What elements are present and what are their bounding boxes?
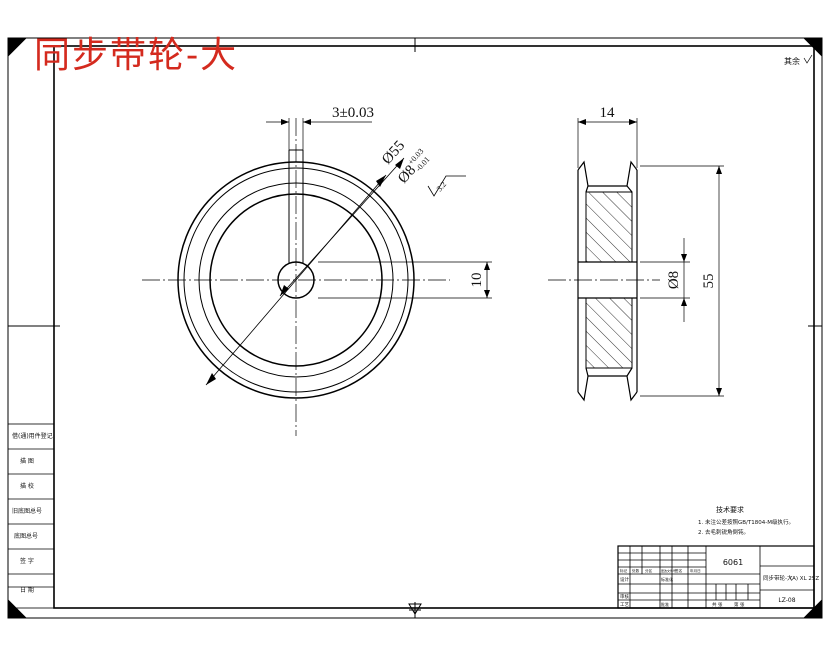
tech-requirements-heading: 技术要求: [716, 505, 744, 514]
header-cell: 分区: [645, 568, 653, 573]
side-view: [548, 118, 724, 402]
tech-requirement-line: 2. 去毛刺锐角倒钝。: [698, 528, 749, 536]
material-value: 6061: [723, 558, 743, 567]
front-view: [142, 118, 492, 436]
key-width-dimension: 3±0.03: [332, 105, 374, 121]
header-cell: 处数: [632, 568, 640, 573]
role-row: 工艺: [620, 602, 629, 608]
sheet-label: 共 张: [712, 601, 723, 608]
side-panel: [7, 423, 55, 609]
part-name: 同步带轮-大: [763, 574, 793, 582]
sheet-label: 第 张: [734, 601, 745, 608]
part-spec: (A) XL 25Z: [790, 576, 819, 582]
orientation-triangles: [7, 37, 823, 619]
side-panel-row: 描 图: [20, 457, 34, 465]
title-block: [617, 545, 815, 609]
tech-requirements: 技术要求 1. 未注公差按照GB/T1804-M级执行。 2. 去毛刺锐角倒钝。: [698, 505, 794, 536]
side-view-arrows: [578, 119, 722, 396]
side-panel-row: 日 期: [20, 586, 34, 594]
side-panel-row: 描 校: [20, 482, 34, 490]
role-row: 审核: [620, 593, 629, 600]
side-bore-dimension: Ø8: [666, 271, 682, 289]
header-cell: 更改文件号: [661, 568, 676, 573]
corner-roughness-icon: [803, 54, 813, 64]
side-panel-row: 签 字: [20, 557, 34, 565]
side-panel-row: 底图总号: [14, 532, 38, 540]
drawing-number: LZ-08: [778, 597, 795, 604]
front-view-arrows: [206, 119, 490, 385]
drawing-title: 同步带轮-大: [34, 35, 239, 76]
tech-requirement-line: 1. 未注公差按照GB/T1804-M级执行。: [698, 518, 794, 526]
header-cell: 年月日: [690, 568, 701, 573]
side-panel-labels: 借(通)用件登记 描 图 描 校 旧底图总号 底图总号 签 字 日 期: [12, 432, 53, 594]
approve-label: 批准: [661, 601, 669, 607]
header-cell: 标记: [620, 568, 628, 573]
title-block-texts: 6061 同步带轮-大 (A) XL 25Z LZ-08 标记 处数 分区 更改…: [620, 558, 819, 608]
outer-diameter-dimension: Ø55: [379, 138, 408, 168]
key-depth-dimension: 10: [469, 273, 485, 288]
side-panel-row: 借(通)用件登记: [12, 432, 53, 440]
width-dimension: 14: [600, 105, 616, 121]
corner-roughness-note: 其余: [784, 56, 800, 66]
side-height-dimension: 55: [701, 274, 717, 289]
role-row: 设计: [620, 576, 629, 583]
side-panel-row: 旧底图总号: [12, 507, 42, 515]
std-label: 标准化: [661, 576, 673, 582]
header-cell: 签名: [675, 568, 683, 573]
